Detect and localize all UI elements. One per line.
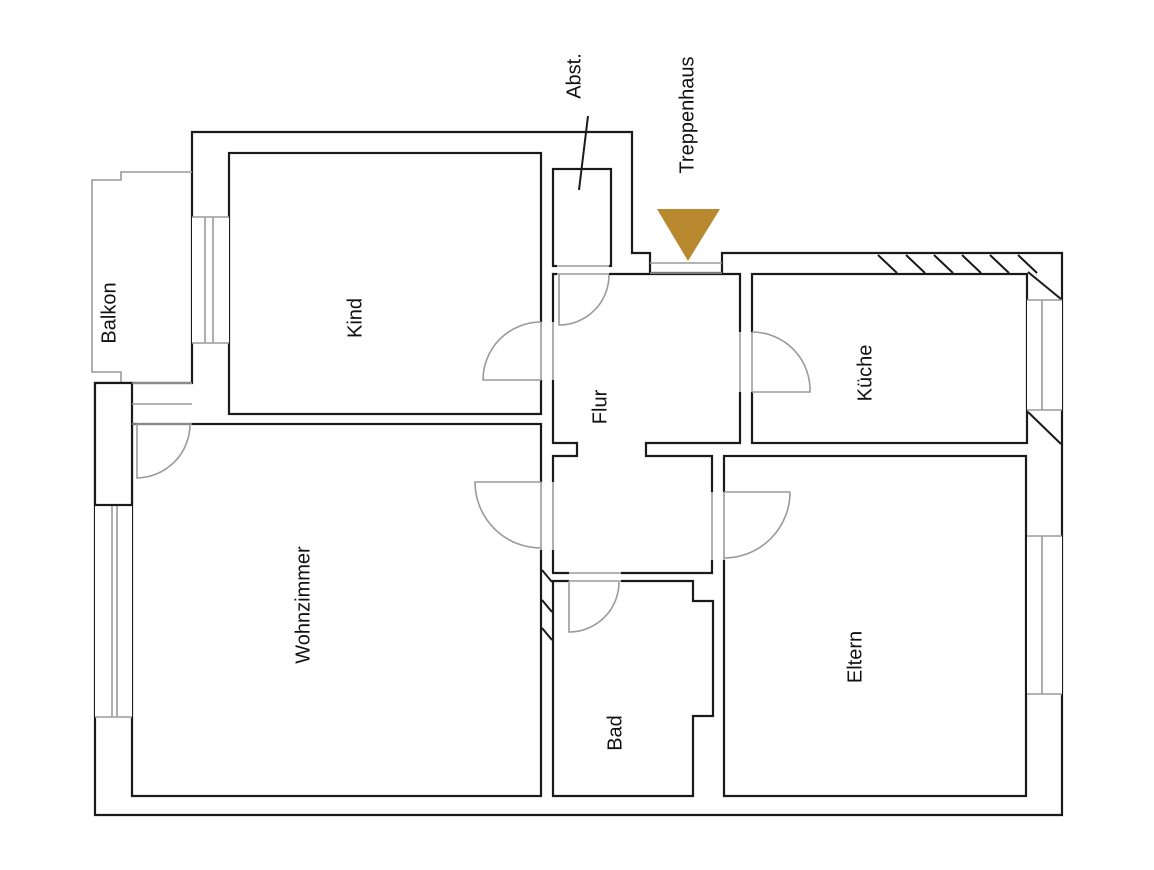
- room-bad: [551, 579, 715, 798]
- label-wohnzimmer: Wohnzimmer: [292, 546, 314, 664]
- window-kind: [192, 216, 229, 344]
- door-wohnzimmer: [474, 481, 555, 550]
- room-eltern: [722, 454, 1028, 798]
- hatched-wall-bad: [541, 569, 553, 641]
- label-balkon: Balkon: [98, 282, 120, 343]
- hatched-wall-top: [877, 254, 1062, 445]
- label-kueche: Küche: [854, 345, 876, 402]
- door-wohnzimmer-balkon: [136, 423, 191, 479]
- label-treppenhaus: Treppenhaus: [676, 56, 698, 173]
- room-abstellraum: [551, 167, 613, 268]
- balcony-door: [95, 504, 132, 718]
- label-abst: Abst.: [563, 53, 585, 99]
- room-wohnzimmer: [130, 422, 543, 798]
- balcony-pier: [93, 381, 192, 507]
- window-eltern: [1027, 535, 1062, 695]
- entrance-door: [650, 262, 722, 274]
- door-bad: [568, 571, 621, 633]
- room-flur: [551, 272, 742, 575]
- label-kind: Kind: [344, 298, 366, 338]
- label-eltern: Eltern: [844, 631, 866, 683]
- label-flur: Flur: [589, 389, 611, 424]
- door-eltern: [710, 491, 791, 560]
- room-kueche: [750, 272, 1029, 445]
- abst-leader-line: [578, 115, 589, 191]
- room-kind: [227, 151, 543, 416]
- window-kueche: [1027, 299, 1062, 411]
- entrance-arrow-icon: [657, 209, 720, 261]
- door-kind: [482, 321, 555, 381]
- balcony-outline: [91, 171, 192, 384]
- door-abstellraum: [557, 264, 610, 326]
- label-bad: Bad: [604, 715, 626, 751]
- door-kueche: [738, 331, 811, 393]
